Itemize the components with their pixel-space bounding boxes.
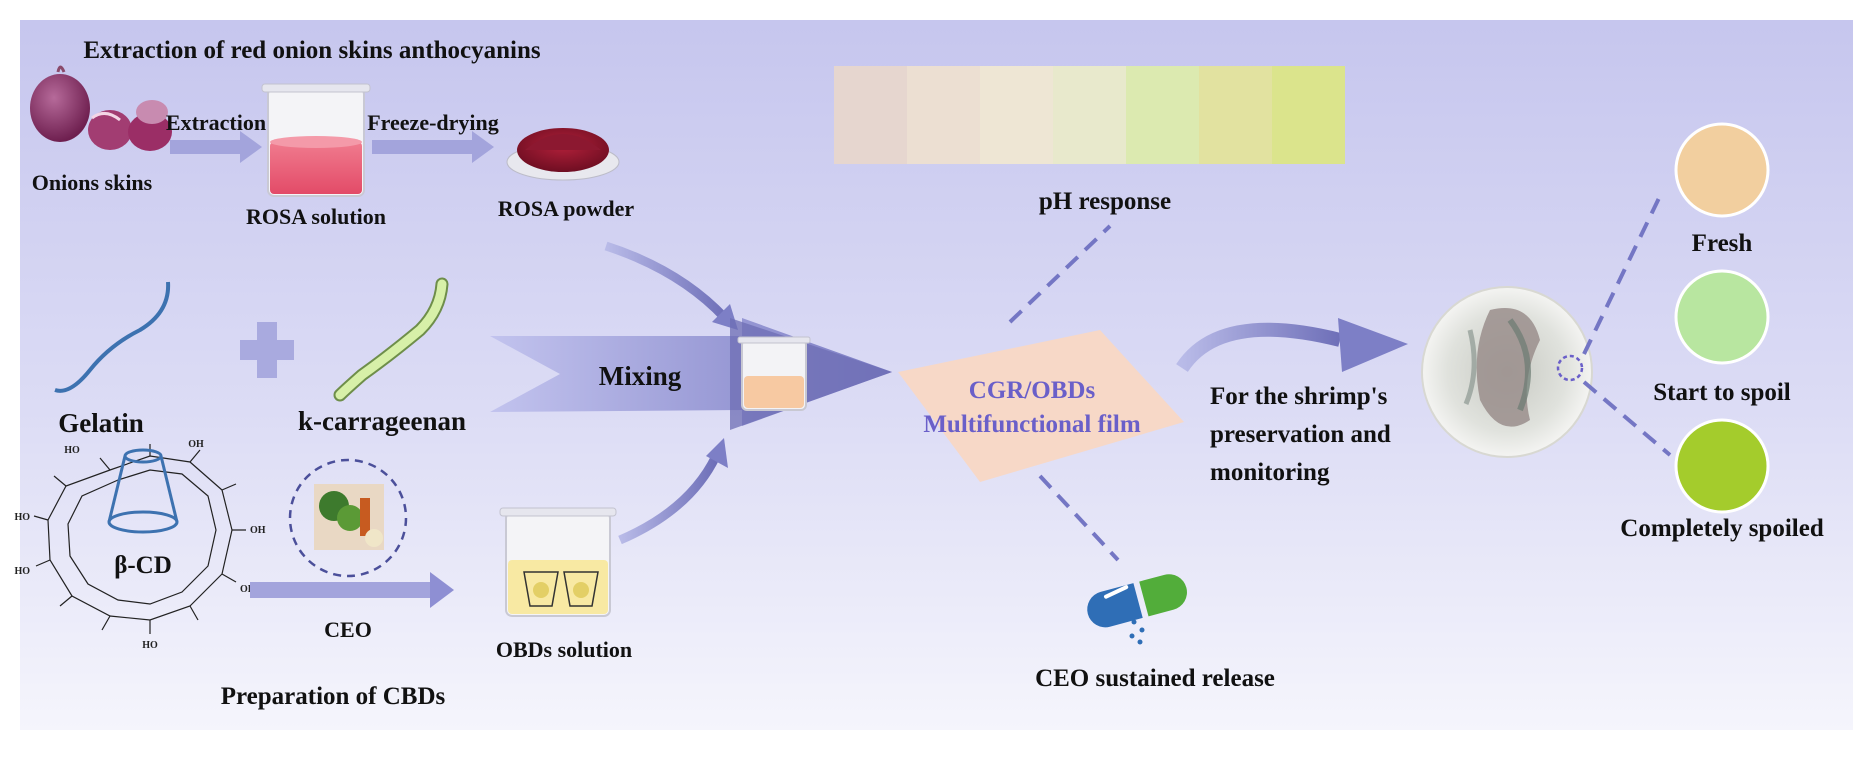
rosa-solution-label: ROSA solution [246,204,386,229]
extraction-arrow [170,131,262,163]
completely-spoiled-color-swatch [1674,418,1770,514]
carrageenan-label: k-carrageenan [298,406,466,436]
oh-label: OH [188,439,204,450]
rosa-powder-image [506,128,620,181]
ceo-arrow [250,572,454,608]
ph-swatch-strip [834,66,1345,164]
shrimp-text-line3: monitoring [1210,459,1330,486]
oh-label: OH [240,584,256,595]
onion-skins-image [30,65,172,151]
oh-label: HO [14,566,30,577]
capsule-icon [1087,574,1187,645]
powder-to-mix-arrow [604,241,729,322]
obds-solution-label: OBDs solution [496,637,632,662]
start-to-spoil-color-swatch [1674,269,1770,365]
rosa-solution-beaker [261,83,371,197]
gelatin-strand-icon [54,281,171,393]
freeze-drying-label: Freeze-drying [367,110,499,135]
cbd-section-title: Preparation of CBDs [221,683,446,710]
ph-swatch [1126,66,1199,164]
obds-to-mix-arrowhead [706,438,728,468]
plus-icon [240,322,294,378]
oh-label: HO [64,445,80,456]
shrimp-dish-image [1421,286,1593,458]
ceo-essential-oil-image [288,458,408,578]
fresh-color-swatch [1674,122,1770,218]
ph-swatch [1199,66,1272,164]
fresh-label: Fresh [1692,230,1753,257]
ph-swatch [980,66,1053,164]
freeze-drying-arrow [372,131,494,163]
shrimp-text-line2: preservation and [1210,421,1391,448]
dish-to-spoiled-dashed-line [1582,380,1672,457]
cgr-obds-film [898,330,1184,482]
ph-swatch [1272,66,1345,164]
film-to-shrimp-arrowhead [1338,318,1408,372]
obds-solution-beaker [499,507,617,617]
oh-label: HO [142,640,158,651]
ceo-label: CEO [324,617,372,642]
film-label-line2: Multifunctional film [923,411,1141,438]
extraction-arrow-label: Extraction [166,110,266,135]
ph-swatch [1053,66,1126,164]
film-to-release-dashed-line [1038,474,1120,562]
ceo-release-label: CEO sustained release [1035,665,1275,692]
film-to-ph-dashed-line [1008,224,1112,324]
mixing-label: Mixing [599,361,682,391]
ph-swatch [834,66,907,164]
beta-cd-cone-icon [107,448,179,534]
extraction-title: Extraction of red onion skins anthocyani… [83,37,541,64]
shrimp-text-line1: For the shrimp's [1210,383,1388,410]
gelatin-label: Gelatin [58,408,144,438]
mixing-beaker [737,336,811,411]
onions-skins-label: Onions skins [32,170,153,195]
oh-label: HO [14,512,30,523]
dish-to-fresh-dashed-line [1582,195,1662,355]
film-to-shrimp-arrow [1176,322,1342,373]
oh-label: OH [250,525,266,536]
obds-to-mix-arrow [618,454,721,545]
completely-spoiled-label: Completely spoiled [1620,515,1824,542]
start-to-spoil-label: Start to spoil [1653,379,1791,406]
rosa-powder-label: ROSA powder [498,196,635,221]
ph-response-label: pH response [1039,188,1171,215]
beta-cd-label: β-CD [114,552,172,579]
ph-swatch [907,66,980,164]
film-label-line1: CGR/OBDs [969,377,1096,404]
